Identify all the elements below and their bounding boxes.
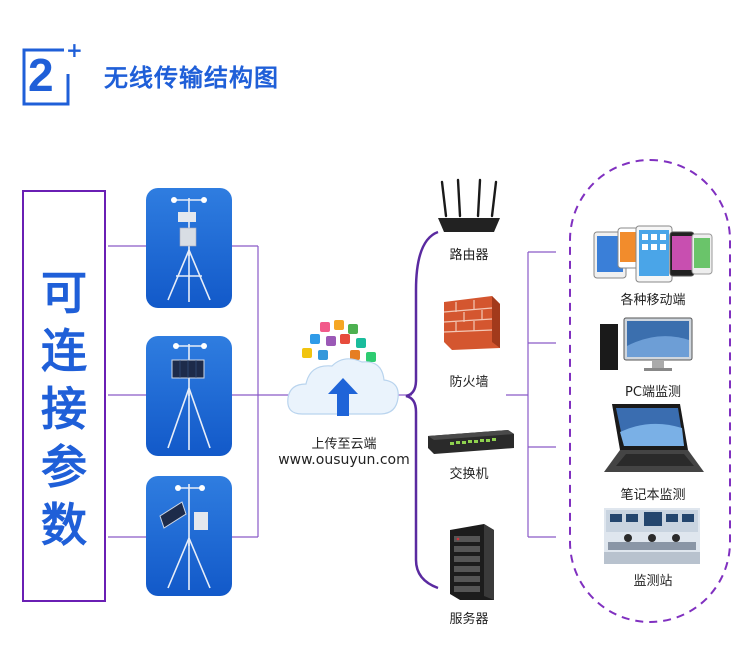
weather-station-icon — [167, 343, 211, 450]
terminal-label: 监测站 — [633, 574, 673, 589]
page-title: 无线传输结构图 — [104, 64, 279, 92]
terminal-label: 各种移动端 — [620, 293, 686, 308]
terminal-label: PC端监测 — [625, 385, 681, 400]
weather-station-card-1 — [146, 188, 232, 308]
router-icon — [438, 178, 500, 232]
pc-monitor-icon — [600, 317, 693, 371]
label-char: 参 — [41, 440, 87, 494]
switch-icon — [428, 430, 514, 454]
parameters-label: 可 连 接 参 数 — [24, 264, 104, 554]
cloud-upload-icon — [287, 320, 399, 416]
network-device-label: 服务器 — [449, 612, 489, 627]
section-plus: + — [66, 38, 83, 62]
server-device — [444, 522, 496, 602]
parameters-box: 可 连 接 参 数 — [22, 190, 106, 602]
network-device-label: 防火墙 — [449, 375, 489, 390]
monitoring-station-icon — [604, 508, 700, 564]
label-char: 连 — [41, 324, 87, 378]
pc-monitor — [598, 316, 698, 374]
section-number: 2 — [28, 49, 54, 101]
firewall-icon — [443, 296, 500, 350]
label-char: 数 — [41, 498, 87, 552]
weather-station-card-2 — [146, 336, 232, 456]
network-device-label: 路由器 — [449, 248, 489, 263]
laptop — [598, 402, 708, 478]
label-char: 可 — [41, 266, 87, 320]
cloud-upload — [282, 318, 404, 428]
router-device — [432, 176, 506, 240]
laptop-icon — [604, 404, 704, 472]
label-char: 接 — [41, 382, 87, 436]
mobile-devices — [592, 224, 714, 286]
switch-device — [424, 424, 516, 458]
cloud-url[interactable]: www.ousuyun.com — [278, 452, 410, 468]
section-number-badge: 2 + — [20, 38, 83, 106]
cloud-caption: 上传至云端 — [311, 437, 377, 452]
weather-station-icon — [159, 484, 211, 590]
mobile-devices-icon — [593, 225, 713, 283]
weather-station-card-3 — [146, 476, 232, 596]
server-icon — [450, 524, 494, 600]
weather-station-icon — [167, 197, 211, 302]
network-device-label: 交换机 — [449, 467, 489, 482]
header: 2 + 无线传输结构图 — [0, 0, 750, 120]
monitoring-station — [604, 508, 700, 564]
firewall-device — [434, 292, 504, 352]
terminal-label: 笔记本监测 — [620, 488, 686, 503]
